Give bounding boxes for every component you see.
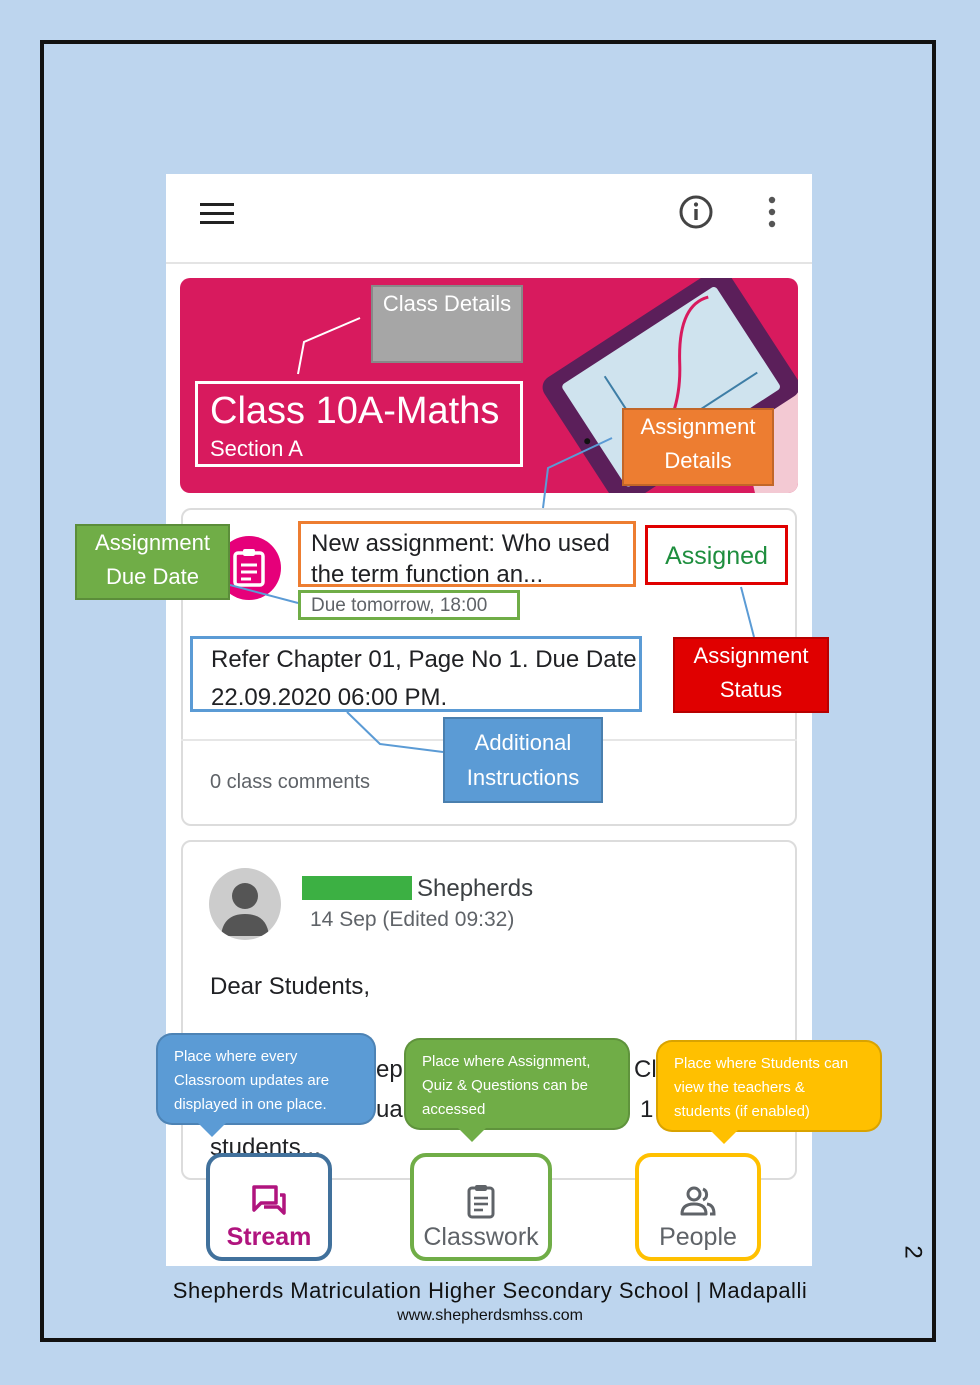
post-text-fragment: ua: [376, 1096, 403, 1123]
classwork-icon: [467, 1185, 495, 1219]
school-website: www.shepherdsmhss.com: [397, 1307, 583, 1324]
menu-icon[interactable]: [200, 198, 234, 226]
assignment-title-box[interactable]: New assignment: Who used the term functi…: [298, 521, 636, 588]
due-date-callout: Assignment Due Date: [75, 524, 230, 600]
redacted-name: [302, 876, 412, 900]
assignment-title: New assignment: Who used the term functi…: [311, 530, 610, 588]
class-section: Section A: [210, 436, 303, 461]
due-date: Due tomorrow, 18:00: [311, 595, 488, 616]
stream-icon: [252, 1185, 286, 1215]
instructions-callout: Additional Instructions: [443, 717, 603, 803]
people-tooltip: Place where Students can view the teache…: [656, 1040, 882, 1144]
assignment-details-callout: Assignment Details: [622, 408, 774, 486]
school-name: Shepherds Matriculation Higher Secondary…: [172, 1278, 808, 1303]
info-icon[interactable]: [678, 194, 714, 230]
post-text-fragment: 1: [640, 1096, 654, 1123]
class-comments-link[interactable]: 0 class comments: [210, 771, 371, 793]
stream-tooltip: Place where every Classroom updates are …: [156, 1033, 376, 1137]
due-date-box: Due tomorrow, 18:00: [298, 590, 520, 620]
nav-stream-tab[interactable]: Stream: [206, 1153, 332, 1261]
assignment-status: Assigned: [665, 542, 768, 570]
post-author: Shepherds: [417, 875, 534, 902]
page-number: 2: [899, 1245, 927, 1259]
person-icon: [209, 868, 281, 940]
class-title-box: Class 10A-Maths Section A: [195, 381, 523, 467]
nav-stream-label: Stream: [226, 1223, 312, 1251]
class-title: Class 10A-Maths: [210, 390, 500, 432]
post-text-fragment: Cl: [634, 1056, 657, 1083]
post-greeting: Dear Students,: [210, 973, 371, 1000]
nav-classwork-label: Classwork: [423, 1223, 539, 1251]
nav-people-label: People: [659, 1223, 737, 1251]
nav-classwork-tab[interactable]: Classwork: [410, 1153, 552, 1261]
class-details-callout: Class Details: [371, 285, 523, 363]
more-vert-icon[interactable]: [762, 194, 782, 230]
post-text-fragment: ep: [376, 1056, 403, 1083]
post-date: 14 Sep (Edited 09:32): [310, 908, 515, 931]
nav-people-tab[interactable]: People: [635, 1153, 761, 1261]
app-bar: [166, 174, 812, 264]
assignment-status-box: Assigned: [645, 525, 788, 585]
people-icon: [680, 1186, 716, 1216]
assignment-instructions: Refer Chapter 01, Page No 1. Due Date 22…: [211, 646, 637, 711]
classwork-tooltip: Place where Assignment, Quiz & Questions…: [404, 1038, 630, 1142]
instructions-box: Refer Chapter 01, Page No 1. Due Date 22…: [190, 636, 642, 712]
page-frame: [40, 40, 936, 1342]
assignment-status-callout: Assignment Status: [673, 637, 829, 713]
